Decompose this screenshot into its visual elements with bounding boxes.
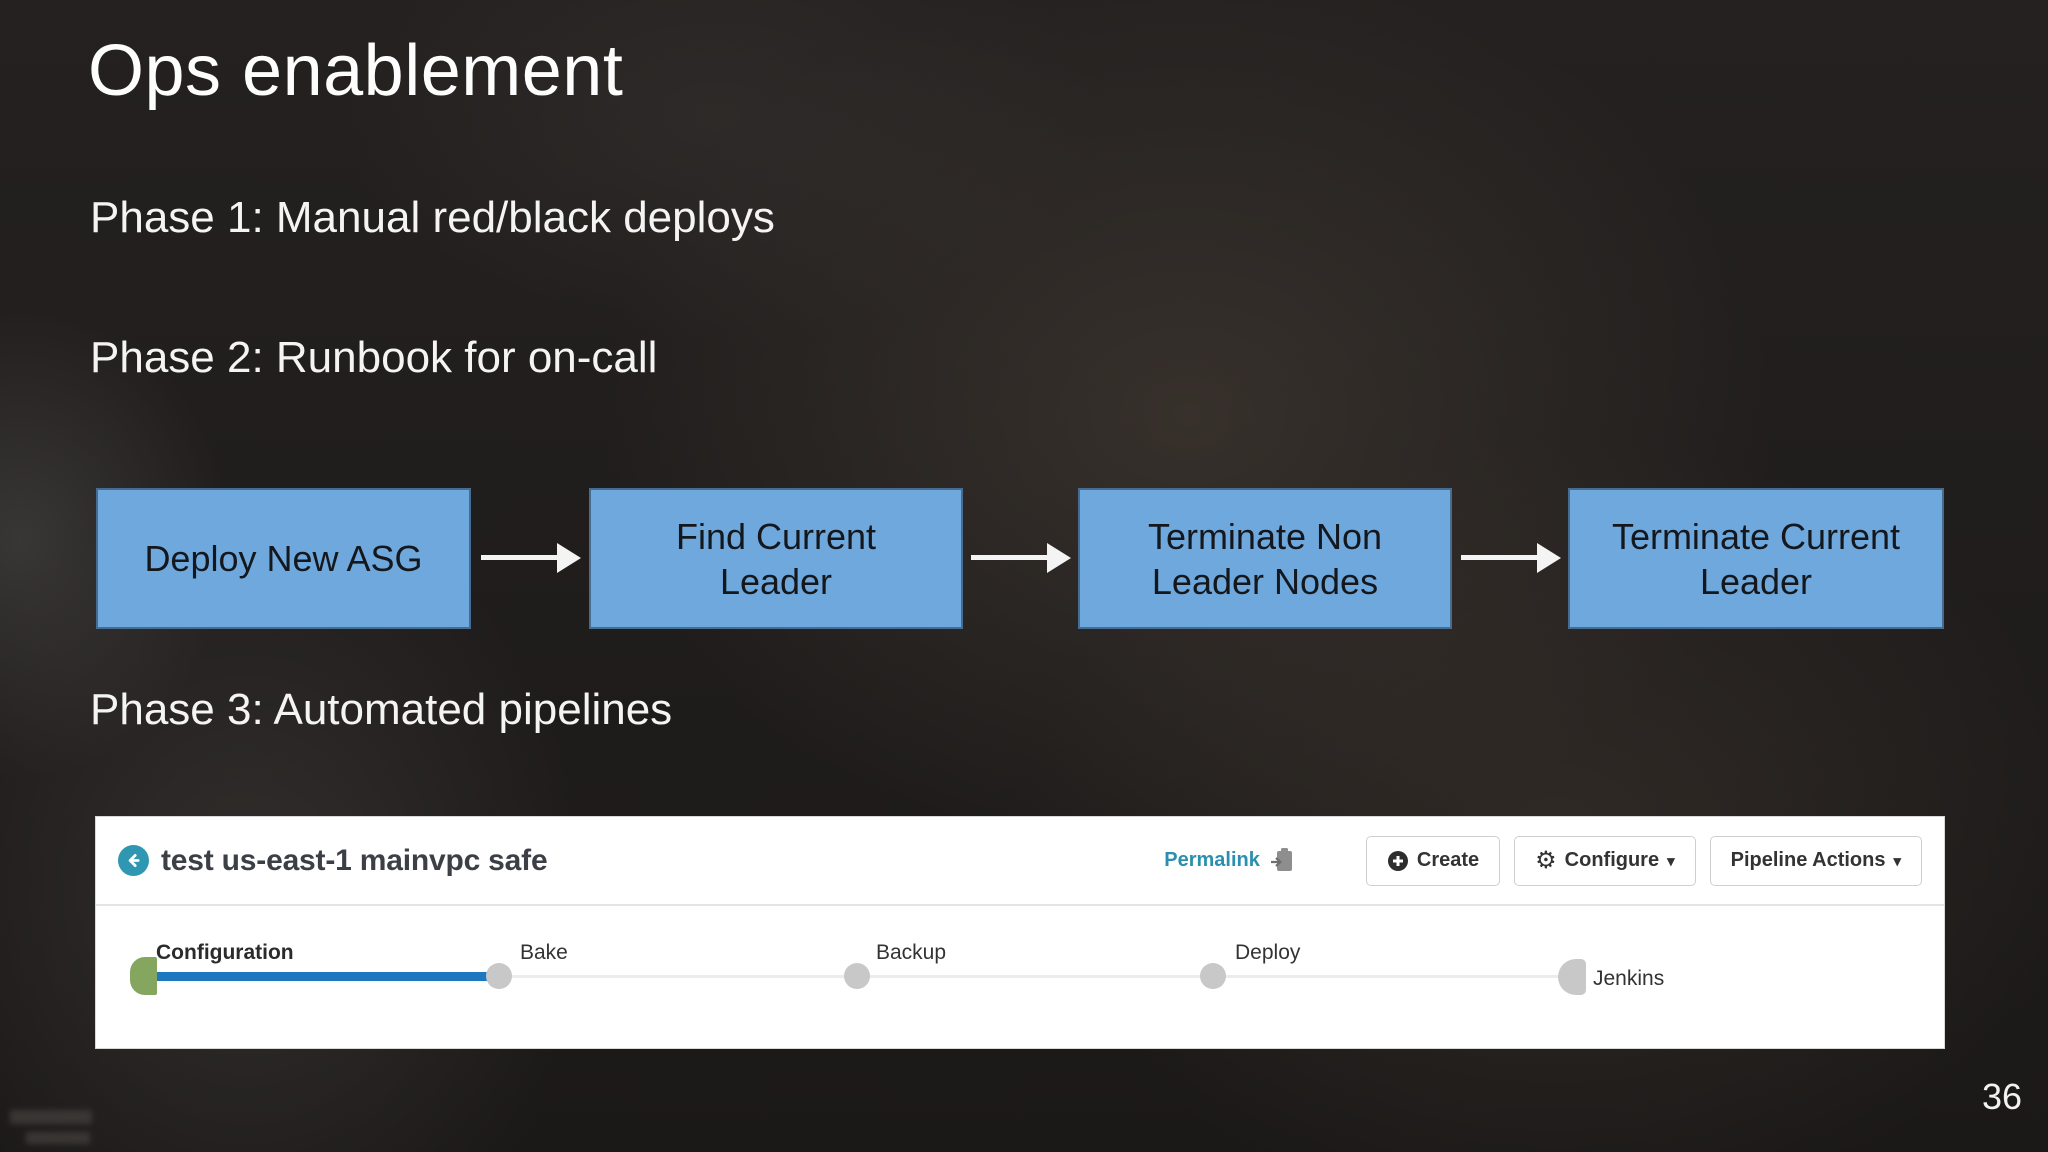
create-button-label: Create	[1416, 849, 1480, 871]
flow-step-terminate-current-leader: Terminate Current Leader	[1568, 488, 1944, 629]
clipboard-copy-icon[interactable]	[1270, 847, 1294, 878]
stage-progress-highlight	[145, 972, 492, 981]
background-artifact	[10, 1110, 92, 1124]
page-title: Ops enablement	[88, 31, 624, 111]
flow-arrow	[481, 543, 581, 573]
stage-label-bake[interactable]: Bake	[520, 941, 568, 964]
background-artifact	[26, 1132, 90, 1144]
configure-button-label: Configure	[1564, 849, 1660, 871]
stage-start-cap[interactable]	[130, 957, 157, 995]
pipeline-actions-button[interactable]: Pipeline Actions ▾	[1709, 835, 1922, 886]
stage-node-jenkins[interactable]	[1558, 959, 1586, 995]
plus-circle-icon	[1387, 850, 1409, 872]
back-arrow-icon[interactable]	[118, 845, 149, 876]
stage-label-deploy[interactable]: Deploy	[1235, 941, 1301, 964]
permalink-link[interactable]: Permalink	[1164, 849, 1260, 871]
slide-page-number: 36	[1981, 1076, 2022, 1117]
flow-step-find-current-leader: Find Current Leader	[589, 488, 963, 629]
pipeline-stage-graph: Configuration Bake Backup Deploy Jenkins	[96, 906, 1944, 1048]
stage-node-backup[interactable]	[844, 963, 870, 989]
stage-label-configuration[interactable]: Configuration	[156, 941, 294, 964]
flow-arrow	[971, 543, 1071, 573]
flow-arrow	[1461, 543, 1561, 573]
phase-3-heading: Phase 3: Automated pipelines	[90, 685, 673, 734]
flow-step-deploy-new-asg: Deploy New ASG	[96, 488, 471, 629]
pipeline-header: test us-east-1 mainvpc safe Permalink C	[96, 817, 1944, 906]
phase-1-heading: Phase 1: Manual red/black deploys	[90, 193, 775, 242]
gear-icon: ⚙	[1535, 846, 1557, 874]
stage-label-jenkins[interactable]: Jenkins	[1593, 967, 1665, 990]
stage-node-bake[interactable]	[486, 963, 512, 989]
stage-node-deploy[interactable]	[1200, 963, 1226, 989]
flow-step-terminate-non-leader: Terminate Non Leader Nodes	[1078, 488, 1452, 629]
chevron-down-icon: ▾	[1893, 852, 1901, 870]
chevron-down-icon: ▾	[1667, 852, 1675, 870]
phase-2-heading: Phase 2: Runbook for on-call	[90, 333, 658, 382]
create-button[interactable]: Create	[1365, 835, 1501, 886]
pipeline-name: test us-east-1 mainvpc safe	[161, 843, 548, 877]
stage-label-backup[interactable]: Backup	[876, 941, 947, 964]
pipeline-screenshot-panel: test us-east-1 mainvpc safe Permalink C	[95, 816, 1945, 1049]
pipeline-actions-label: Pipeline Actions	[1730, 849, 1886, 871]
configure-button[interactable]: ⚙ Configure ▾	[1514, 835, 1696, 886]
